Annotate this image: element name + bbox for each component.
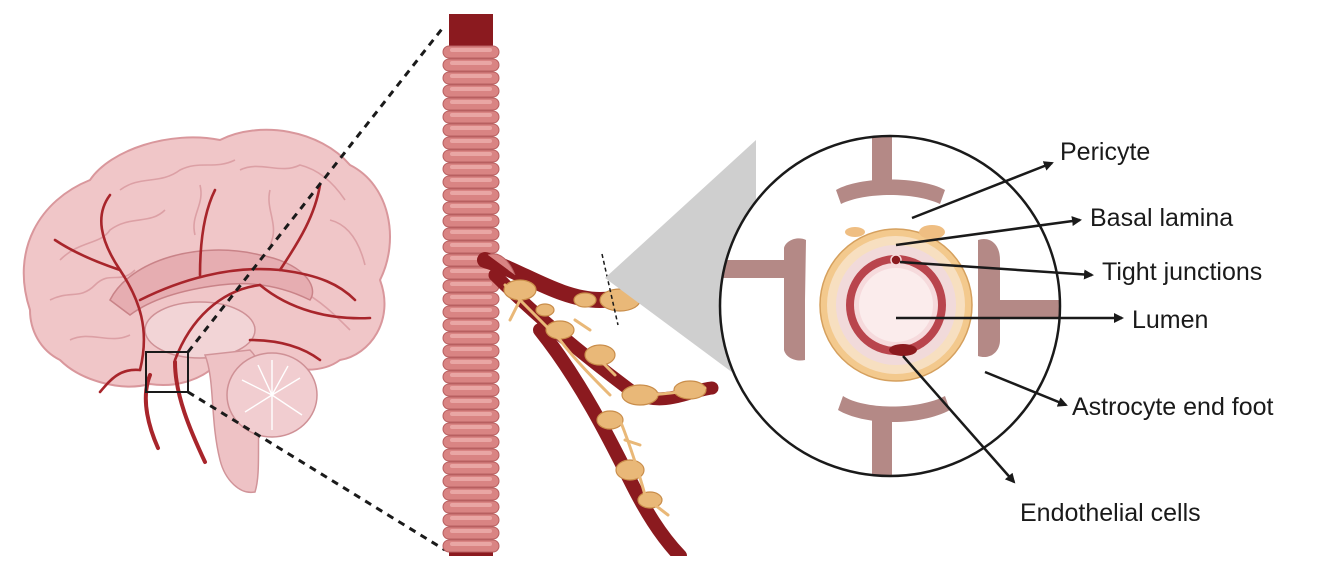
smooth-muscle-highlight [450, 282, 492, 286]
smooth-muscle-highlight [450, 87, 492, 91]
smooth-muscle-highlight [450, 74, 492, 78]
smooth-muscle-highlight [450, 412, 492, 416]
lumen [859, 268, 933, 342]
smooth-muscle-highlight [450, 48, 492, 52]
smooth-muscle-highlight [450, 373, 492, 377]
label-astrocyte-end-foot: Astrocyte end foot [1072, 393, 1274, 421]
smooth-muscle-highlight [450, 477, 492, 481]
label-lumen: Lumen [1132, 306, 1208, 334]
smooth-muscle-highlight [450, 152, 492, 156]
smooth-muscle-highlight [450, 529, 492, 533]
smooth-muscle-highlight [450, 139, 492, 143]
smooth-muscle-highlight [450, 165, 492, 169]
smooth-muscle-highlight [450, 113, 492, 117]
smooth-muscle-highlight [450, 178, 492, 182]
thalamus [145, 302, 255, 358]
label-basal-lamina: Basal lamina [1090, 204, 1233, 232]
smooth-muscle-highlight [450, 360, 492, 364]
label-endothelial-cells: Endothelial cells [1020, 499, 1201, 527]
smooth-muscle-highlight [450, 321, 492, 325]
cerebellum [227, 353, 317, 437]
smooth-muscle-highlight [450, 100, 492, 104]
smooth-muscle-highlight [450, 516, 492, 520]
smooth-muscle-highlight [450, 490, 492, 494]
smooth-muscle-highlight [450, 295, 492, 299]
label-pericyte: Pericyte [1060, 138, 1150, 166]
arteriole [443, 14, 499, 556]
smooth-muscle-highlight [450, 425, 492, 429]
smooth-muscle-highlight [450, 217, 492, 221]
smooth-muscle-highlight [450, 399, 492, 403]
smooth-muscle-highlight [450, 503, 492, 507]
endothelial-nucleus [889, 344, 917, 356]
tight-junction [891, 255, 901, 265]
smooth-muscle-highlight [450, 334, 492, 338]
smooth-muscle-highlight [450, 204, 492, 208]
smooth-muscle-highlight [450, 386, 492, 390]
brain-illustration [24, 130, 390, 493]
smooth-muscle-highlight [450, 464, 492, 468]
smooth-muscle-highlight [450, 126, 492, 130]
smooth-muscle-highlight [450, 230, 492, 234]
smooth-muscle-highlight [450, 347, 492, 351]
label-tight-junctions: Tight junctions [1102, 258, 1262, 286]
smooth-muscle-highlight [450, 451, 492, 455]
smooth-muscle-highlight [450, 243, 492, 247]
smooth-muscle-highlight [450, 308, 492, 312]
smooth-muscle-bands [443, 46, 499, 552]
smooth-muscle-highlight [450, 438, 492, 442]
pericyte-nucleus-2 [845, 227, 865, 237]
pericyte-nucleus [919, 225, 945, 239]
smooth-muscle-highlight [450, 61, 492, 65]
smooth-muscle-highlight [450, 191, 492, 195]
smooth-muscle-highlight [450, 269, 492, 273]
smooth-muscle-highlight [450, 542, 492, 546]
